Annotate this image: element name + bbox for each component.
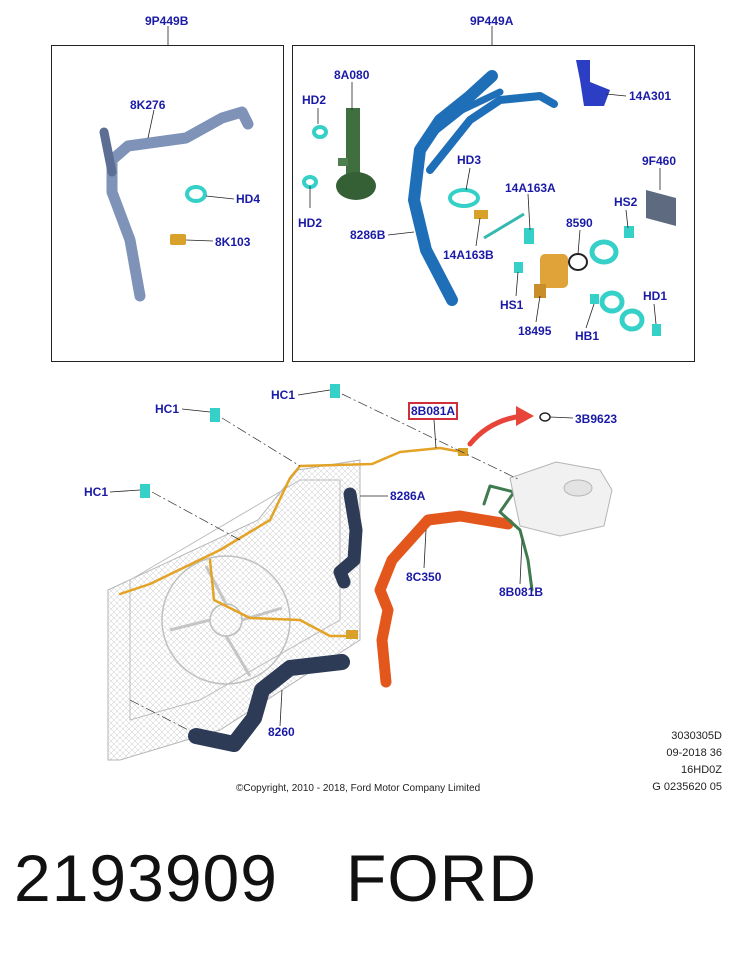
group-label-9P449B[interactable]: 9P449B — [145, 14, 189, 28]
hose-8B081B — [482, 484, 534, 592]
bracket-14A301 — [576, 60, 610, 106]
callout-8260[interactable]: 8260 — [268, 725, 295, 739]
hose-8286A — [333, 487, 363, 589]
connector-8B081A-end — [458, 448, 468, 456]
leader-lines-lower — [109, 389, 574, 727]
callout-8K276[interactable]: 8K276 — [130, 98, 166, 112]
copyright-text: ©Copyright, 2010 - 2018, Ford Motor Comp… — [236, 783, 481, 794]
callout-18495[interactable]: 18495 — [518, 324, 552, 338]
hose-8C350 — [374, 510, 514, 688]
callout-14A301[interactable]: 14A301 — [629, 89, 672, 103]
callout-8286A[interactable]: 8286A — [390, 489, 426, 503]
plate-9F460 — [646, 190, 676, 226]
red-arrow — [467, 406, 534, 447]
connector-14A163B — [474, 210, 488, 219]
callout-8B081A-highlighted[interactable]: 8B081A — [408, 402, 459, 420]
callout-8286B[interactable]: 8286B — [350, 228, 386, 242]
group-box-left — [51, 45, 284, 362]
dashdot-leaders — [129, 393, 521, 737]
callout-14A163B[interactable]: 14A163B — [443, 248, 494, 262]
clip-HS1 — [514, 262, 523, 273]
callout-HB1[interactable]: HB1 — [575, 329, 600, 343]
callout-8C350[interactable]: 8C350 — [406, 570, 442, 584]
callout-8K103[interactable]: 8K103 — [215, 235, 251, 249]
callout-HD1[interactable]: HD1 — [643, 289, 668, 303]
callout-HC1-b[interactable]: HC1 — [271, 388, 296, 402]
hose-8286B — [408, 70, 558, 306]
group-label-9P449A[interactable]: 9P449A — [470, 14, 514, 28]
drawing-meta: 3030305D 09-2018 36 16HD0Z G 0235620 05 — [652, 728, 722, 796]
drawing-ref: 16HD0Z — [681, 764, 722, 776]
cap-3B9623 — [539, 412, 551, 422]
part-number: 2193909 — [14, 841, 278, 915]
callout-HS2[interactable]: HS2 — [614, 195, 638, 209]
connector-8B081A-lower — [346, 630, 358, 639]
callout-HD2-top[interactable]: HD2 — [302, 93, 327, 107]
callout-HC1-a[interactable]: HC1 — [155, 402, 180, 416]
leader-lines-right-box — [309, 26, 661, 329]
drawing-code: 3030305D — [671, 730, 722, 742]
reservoir-8A080 — [336, 108, 376, 200]
clamps-HB1-HD1 — [590, 290, 661, 336]
brand-name: FORD — [346, 841, 537, 915]
callout-HC1-c[interactable]: HC1 — [84, 485, 109, 499]
callout-HD3[interactable]: HD3 — [457, 153, 482, 167]
leader-lines-left-box — [147, 26, 235, 242]
callout-HD4[interactable]: HD4 — [236, 192, 261, 206]
connector-8K103 — [170, 234, 186, 245]
hose-8260 — [188, 654, 350, 752]
callout-HS1[interactable]: HS1 — [500, 298, 524, 312]
pump-18495 — [534, 254, 568, 298]
expansion-tank — [509, 461, 613, 537]
callout-8B081B[interactable]: 8B081B — [499, 585, 544, 599]
drawing-id: G 0235620 05 — [652, 781, 722, 793]
clamp-HD3 — [448, 188, 480, 208]
rod-14A163A — [483, 212, 534, 244]
callout-9F460[interactable]: 9F460 — [642, 154, 677, 168]
callout-8A080[interactable]: 8A080 — [334, 68, 370, 82]
clips-HC1 — [140, 384, 340, 498]
callout-14A163A[interactable]: 14A163A — [505, 181, 556, 195]
clamp-HS2 — [589, 226, 634, 265]
callout-HD2-bottom[interactable]: HD2 — [298, 216, 323, 230]
pipe-8B081A — [118, 446, 464, 638]
callout-8590[interactable]: 8590 — [566, 216, 593, 230]
callout-3B9623[interactable]: 3B9623 — [575, 412, 618, 426]
group-box-right — [292, 45, 695, 362]
clamp-HD4 — [185, 185, 207, 203]
hose-8K276 — [99, 106, 254, 302]
drawing-date: 09-2018 36 — [666, 747, 722, 759]
